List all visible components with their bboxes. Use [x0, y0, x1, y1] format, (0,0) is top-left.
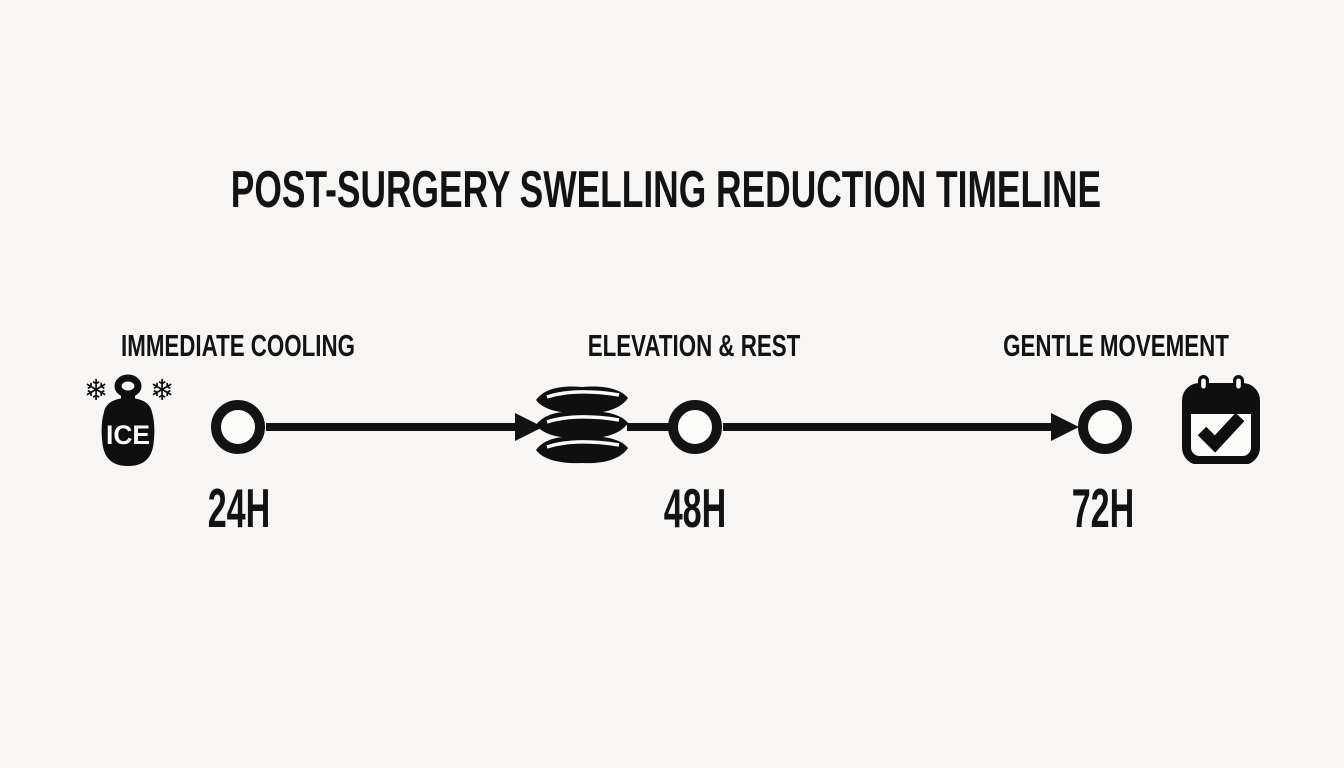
snowflake-icon: ❄	[150, 373, 174, 407]
timeline-node-48h	[668, 400, 722, 454]
ice-bag-body	[101, 398, 155, 466]
calendar-check-icon	[1182, 375, 1260, 464]
calendar-peg	[1198, 375, 1209, 396]
pillow-middle	[536, 411, 628, 439]
timeline-node-72h	[1078, 400, 1132, 454]
snowflake-icon: ❄	[84, 373, 108, 407]
page-title: POST-SURGERY SWELLING REDUCTION TIMELINE	[230, 161, 1102, 219]
pillow-stack-icon	[536, 386, 628, 464]
timeline-node-24h	[211, 400, 265, 454]
time-label-24h: 24H	[207, 477, 271, 539]
checkmark	[1197, 412, 1245, 453]
pillow-top	[536, 386, 628, 414]
time-label-48h: 48H	[663, 477, 727, 539]
ice-pack-icon: ❄ ❄ ICE	[84, 373, 174, 466]
arrow-head-1	[515, 413, 543, 441]
ice-bag-label: ICE	[106, 420, 150, 450]
pillow-bottom	[536, 436, 628, 464]
stage-label-immediate-cooling: IMMEDIATE COOLING	[121, 328, 355, 363]
calendar-header	[1183, 387, 1259, 414]
stage-label-elevation-rest: ELEVATION & REST	[587, 328, 801, 363]
calendar-peg	[1233, 375, 1244, 396]
stage-label-gentle-movement: GENTLE MOVEMENT	[1003, 328, 1229, 363]
time-label-72h: 72H	[1071, 477, 1135, 539]
title-row: POST-SURGERY SWELLING REDUCTION TIMELINE	[0, 163, 1332, 218]
arrow-head-2	[1051, 413, 1079, 441]
